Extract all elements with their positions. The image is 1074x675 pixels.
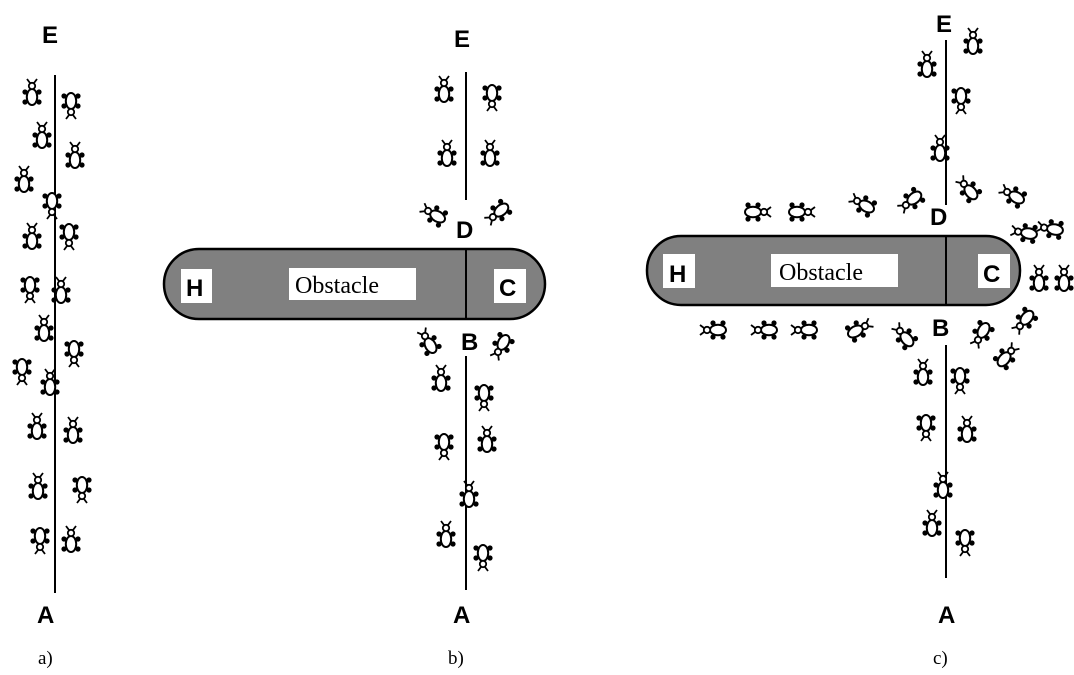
ant-icon <box>887 318 921 353</box>
ant-icon <box>950 87 972 115</box>
panel-caption: c) <box>933 648 948 669</box>
ant-icon <box>71 476 93 504</box>
ant-icon <box>412 324 444 359</box>
ant-icon <box>33 314 55 342</box>
ant-icon <box>1028 264 1050 292</box>
node-label-b: B <box>932 315 949 342</box>
panel-caption: a) <box>38 648 53 669</box>
ant-icon <box>788 201 816 223</box>
ant-icon <box>473 384 495 412</box>
ant-icon <box>1034 215 1066 242</box>
ant-icon <box>485 329 517 364</box>
obstacle-label-box <box>289 268 416 300</box>
ant-icon <box>480 196 515 230</box>
ant-icon <box>60 92 82 120</box>
ant-icon <box>458 480 480 508</box>
ant-icon <box>1008 219 1040 246</box>
ant-icon <box>1053 264 1074 292</box>
ant-icon <box>11 358 33 386</box>
ant-icon <box>27 472 49 500</box>
ant-icon <box>13 165 35 193</box>
ant-icon <box>41 192 63 220</box>
panel-b: Obstacle H C D B E A b) <box>162 26 547 669</box>
node-box-c <box>978 254 1010 288</box>
ant-icon <box>29 527 51 555</box>
ant-icon <box>416 198 451 230</box>
panel-caption: b) <box>448 648 464 669</box>
ant-icon <box>954 529 976 557</box>
ant-icon <box>699 319 727 341</box>
node-label-h: H <box>186 275 203 302</box>
node-label-c: C <box>983 261 1000 288</box>
ant-icon <box>949 367 971 395</box>
ant-icon <box>21 222 43 250</box>
ant-icon <box>481 84 503 112</box>
ant-icon <box>433 75 455 103</box>
ant-icon <box>476 425 498 453</box>
ant-icon <box>472 544 494 572</box>
ant-icon <box>31 121 53 149</box>
ant-icon <box>39 368 61 396</box>
ant-icon <box>436 139 458 167</box>
ant-icon <box>915 414 937 442</box>
node-box-c <box>494 269 526 303</box>
node-label-a: A <box>453 602 470 629</box>
ant-icon <box>842 313 877 345</box>
node-label-a: A <box>938 602 955 629</box>
ant-icon <box>893 184 928 218</box>
ant-icon <box>845 188 880 220</box>
ant-icon <box>916 50 938 78</box>
ant-icon <box>1007 304 1041 339</box>
ant-icon <box>26 412 48 440</box>
ant-icon <box>912 358 934 386</box>
ant-icon <box>433 433 455 461</box>
ant-icon <box>19 276 41 304</box>
ant-icon <box>921 509 943 537</box>
ant-icon <box>60 525 82 553</box>
ant-icon <box>62 416 84 444</box>
node-box-h <box>181 269 212 303</box>
node-box-h <box>663 254 695 288</box>
panel-c: Obstacle H C D B E A c) <box>645 11 1074 669</box>
ant-icon <box>990 338 1024 373</box>
ant-icon <box>932 471 954 499</box>
node-label-c: C <box>499 275 516 302</box>
ant-icon <box>962 27 984 55</box>
node-label-a: A <box>37 602 54 629</box>
node-label-e: E <box>454 26 470 53</box>
node-label-h: H <box>669 261 686 288</box>
ants <box>11 78 93 555</box>
ant-icon <box>64 141 86 169</box>
ant-icon <box>951 171 985 206</box>
ant-icon <box>995 179 1030 211</box>
ants <box>412 75 517 572</box>
ant-icon <box>435 520 457 548</box>
node-label-e: E <box>936 11 952 38</box>
obstacle-label: Obstacle <box>295 273 379 299</box>
node-label-e: E <box>42 22 58 49</box>
node-label-d: D <box>456 217 473 244</box>
ant-icon <box>21 78 43 106</box>
ant-icon <box>63 340 85 368</box>
ant-icon <box>790 319 818 341</box>
ant-icon <box>750 319 778 341</box>
ant-icon <box>479 139 501 167</box>
obstacle-label: Obstacle <box>779 260 863 286</box>
node-label-d: D <box>930 204 947 231</box>
ant-icon <box>744 201 772 223</box>
ant-icon <box>965 317 997 352</box>
obstacle-label-box <box>771 254 898 287</box>
panel-a: E A a) <box>11 22 93 669</box>
node-label-b: B <box>461 329 478 356</box>
ant-icon <box>430 364 452 392</box>
ant-icon <box>956 415 978 443</box>
ant-icon <box>58 223 80 251</box>
